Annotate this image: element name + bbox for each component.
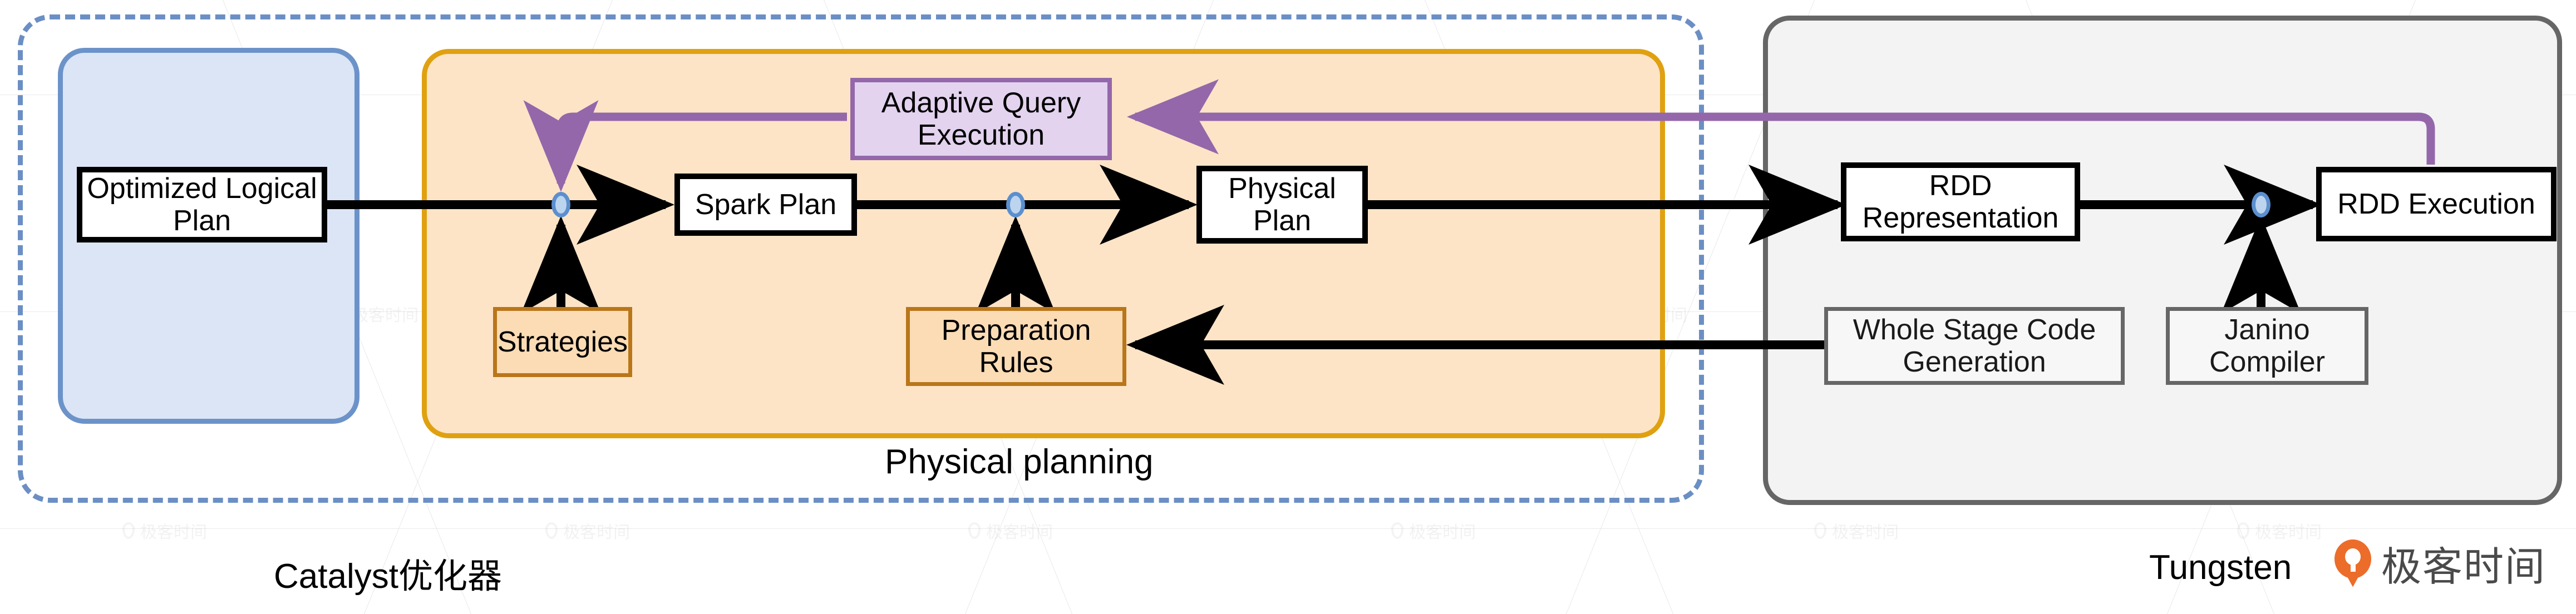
label-catalyst-optimizer: Catalyst优化器 [274,557,502,596]
geektime-logo: 极客时间 [2334,534,2546,592]
junction-dot-2 [1006,192,1025,217]
geektime-pin-icon [2334,539,2371,587]
junction-dot-3 [2252,192,2270,217]
edge-aqe-to-junction1 [523,100,847,192]
geektime-logo-text: 极客时间 [2381,543,2547,590]
edge-rddexec-to-aqe [1127,79,2435,165]
label-physical-planning: Physical planning [885,443,1154,481]
node-label: Physical Plan [1228,172,1336,237]
node-physical-plan[interactable]: Physical Plan [1196,166,1368,244]
label-tungsten: Tungsten [2149,548,2292,587]
junction-dot-1 [551,192,570,217]
